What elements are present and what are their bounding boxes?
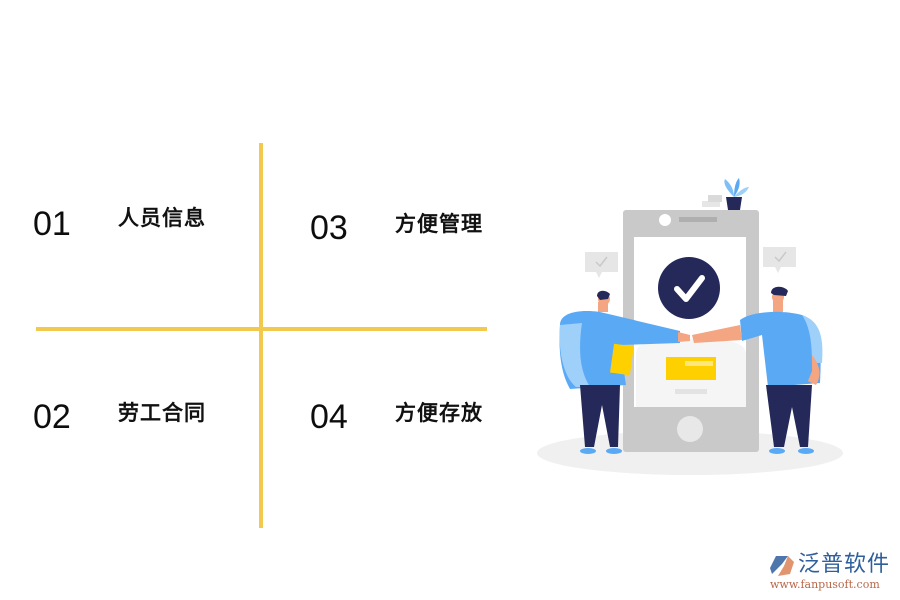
item-number-02: 02 [33,398,71,436]
brand-url[interactable]: www.fanpusoft.com [770,578,880,591]
item-number-03: 03 [310,209,348,247]
handshake-illustration [530,175,850,475]
brand-name: 泛普软件 [798,552,891,577]
brand-logo[interactable]: 泛普软件 www.fanpusoft.com [770,552,895,592]
horizontal-divider [36,327,487,331]
item-number-01: 01 [33,205,71,243]
item-label-easy-management: 方便管理 [395,212,483,236]
item-label-easy-storage: 方便存放 [395,401,483,425]
item-label-personnel-info: 人员信息 [118,206,206,230]
item-number-04: 04 [310,398,348,436]
item-label-labor-contract: 劳工合同 [118,401,206,425]
vertical-divider [259,143,263,528]
fanpu-logo-icon [770,554,796,578]
